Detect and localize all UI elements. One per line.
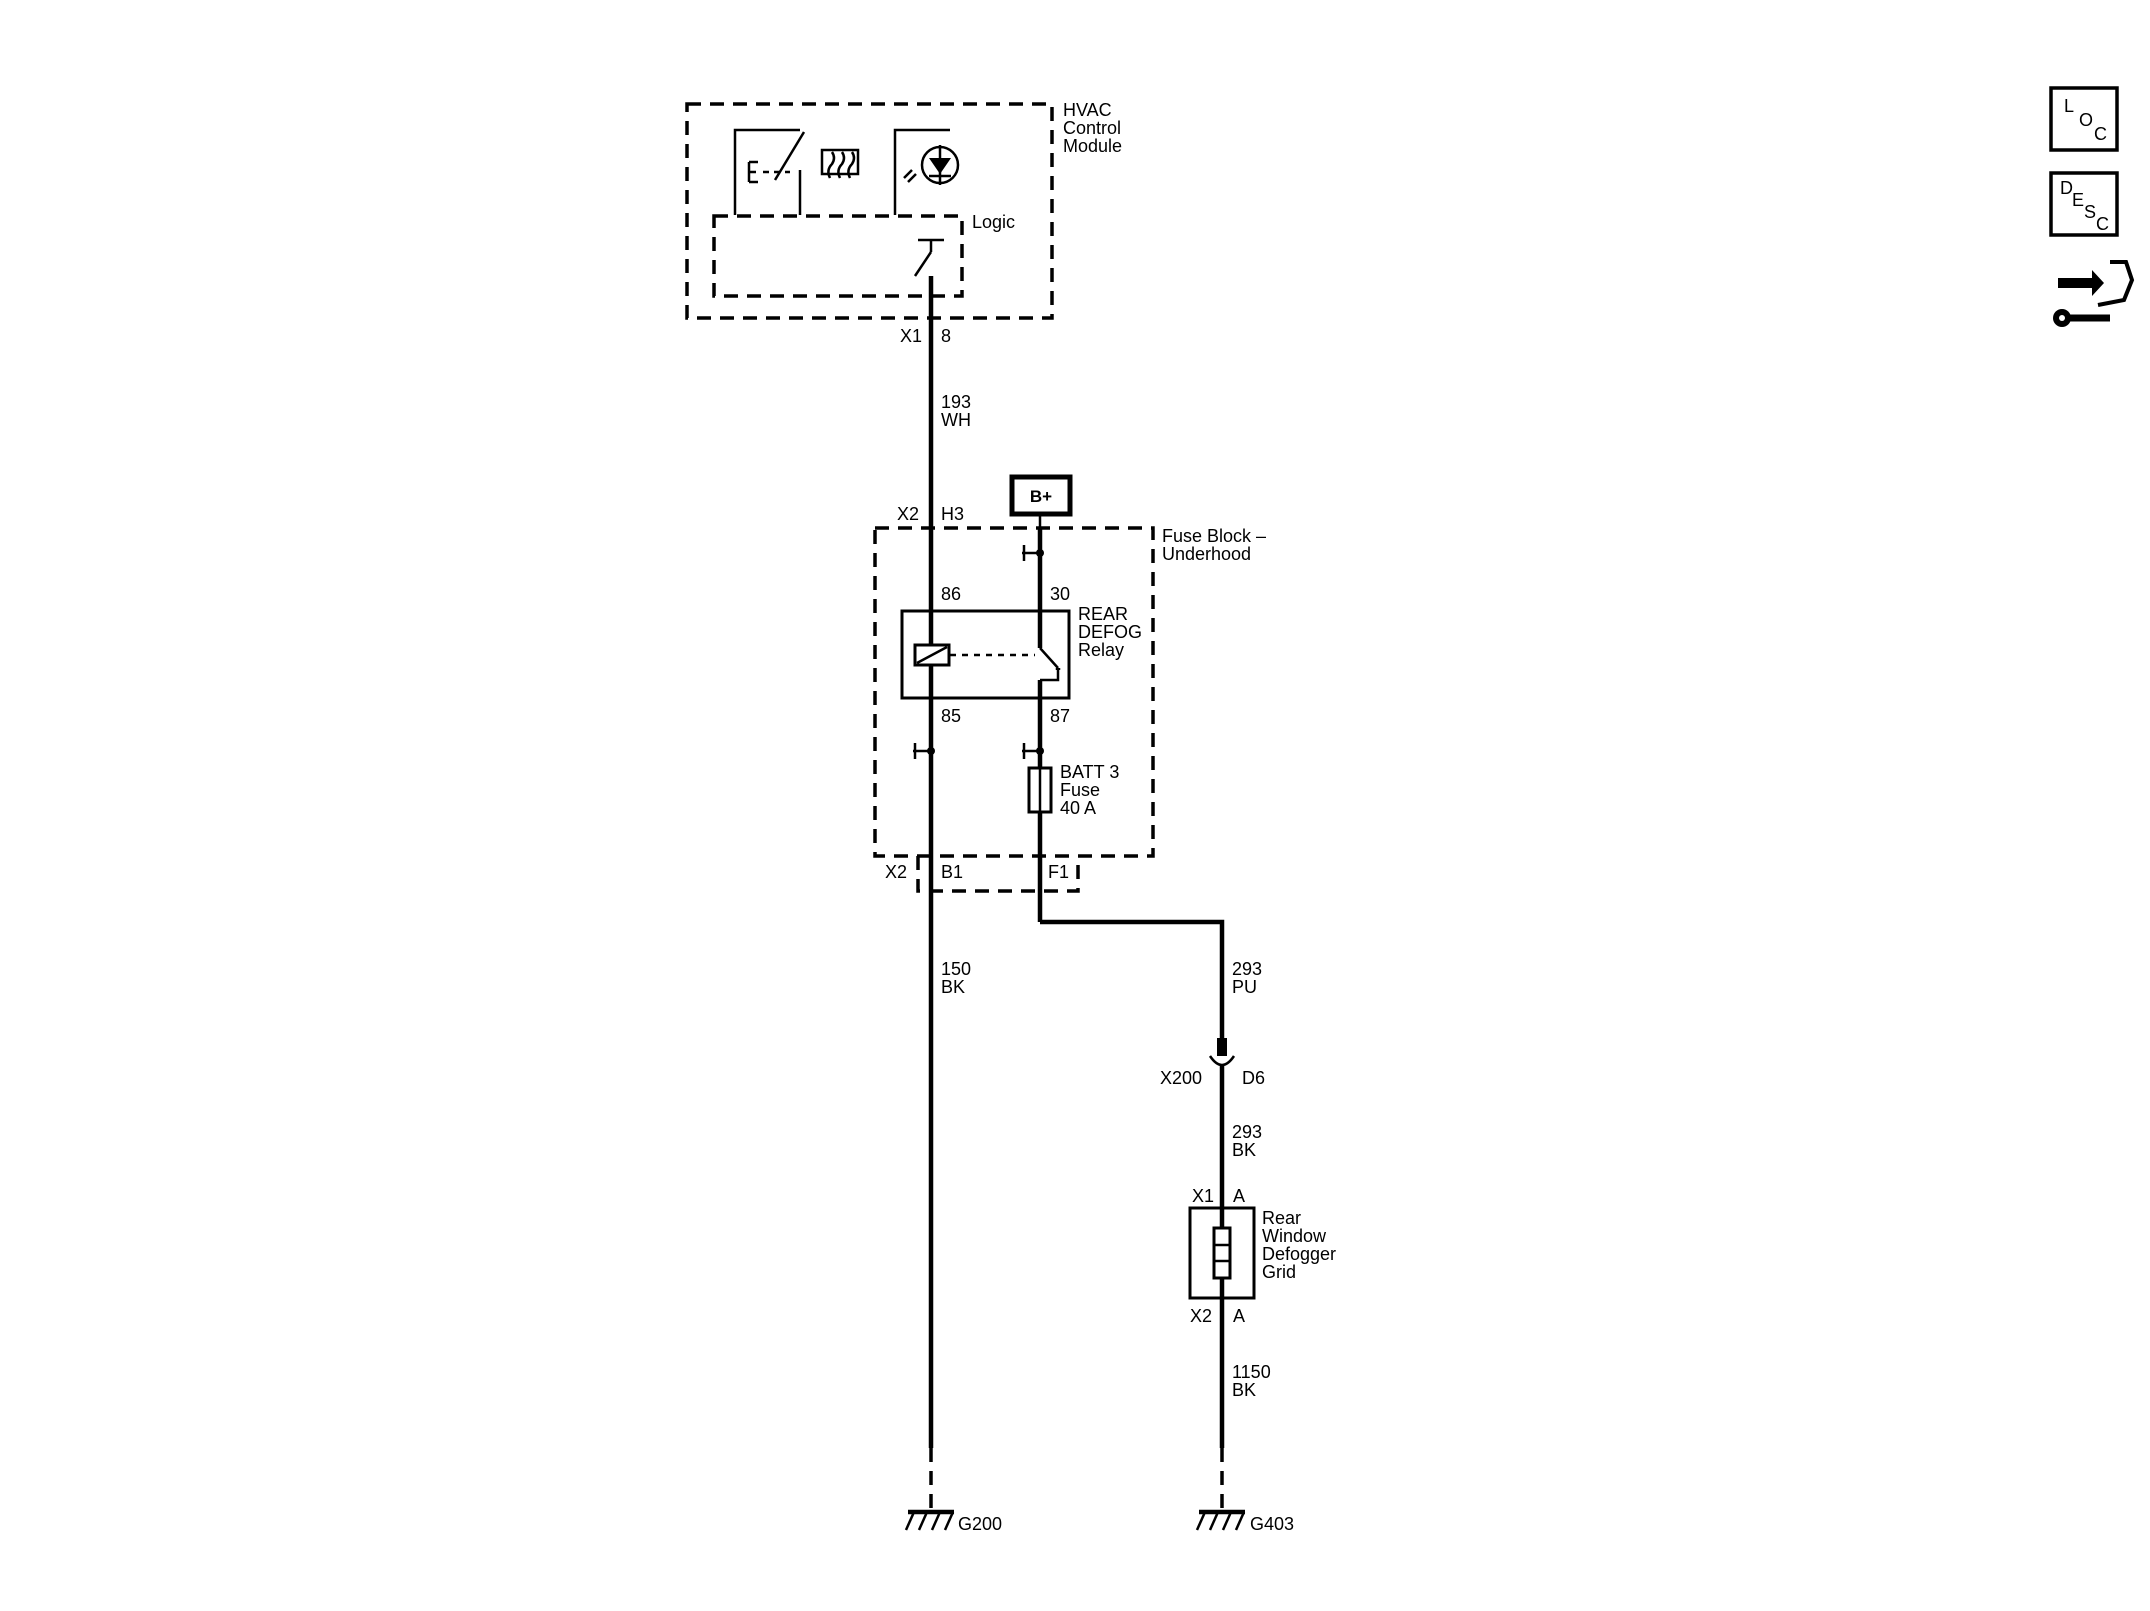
wire-1150-color: BK: [1232, 1380, 1256, 1400]
wire-193-color: WH: [941, 410, 971, 430]
fuse-line2: Fuse: [1060, 780, 1100, 800]
indicator-led-icon: [903, 145, 960, 185]
hvac-name-line1: HVAC: [1063, 100, 1112, 120]
rear-defog-relay: 86 30 85 87 REAR DEFOG Relay: [900, 584, 1142, 726]
wire-193-circuit: 193: [941, 392, 971, 412]
fuse-block-connector-bottom: X2: [885, 862, 907, 882]
grid-name-line3: Defogger: [1262, 1244, 1336, 1264]
grid-name-line2: Window: [1262, 1226, 1327, 1246]
fuse-block-pin-f1: F1: [1048, 862, 1069, 882]
ground-g403-label: G403: [1250, 1514, 1294, 1534]
relay-pin-85: 85: [941, 706, 961, 726]
rear-window-defogger-grid: X1 A Rear Window Defogger Grid X2 A: [1188, 1186, 1336, 1326]
desc-letter-d: D: [2060, 178, 2073, 198]
grid-bottom-pin: A: [1233, 1306, 1245, 1326]
desc-letter-c: C: [2096, 214, 2109, 234]
ground-g403: G403: [1195, 1448, 1294, 1534]
wire-150-circuit: 150: [941, 959, 971, 979]
relay-pin-30: 30: [1050, 584, 1070, 604]
desc-letter-s: S: [2084, 202, 2096, 222]
logic-label: Logic: [972, 212, 1015, 232]
battery-positive-box: B+: [1009, 474, 1073, 517]
ground-g200-label: G200: [958, 1514, 1002, 1534]
hvac-name-line2: Control: [1063, 118, 1121, 138]
x200-connector: X200: [1160, 1068, 1202, 1088]
relay-name-line3: Relay: [1078, 640, 1124, 660]
wire-293-pu-circuit: 293: [1232, 959, 1262, 979]
ground-g200: G200: [904, 1448, 1002, 1534]
relay-pin-87: 87: [1050, 706, 1070, 726]
rear-defrost-icon: [820, 148, 860, 179]
fuse-block-pin-h3: H3: [941, 504, 964, 524]
wire-150-color: BK: [941, 977, 965, 997]
fuse-line3: 40 A: [1060, 798, 1096, 818]
loc-letter-o: O: [2079, 110, 2093, 130]
inline-connector-x200: X200 D6: [1160, 1038, 1265, 1088]
grid-top-pin: A: [1233, 1186, 1245, 1206]
relay-pin-86: 86: [941, 584, 961, 604]
relay-name-line1: REAR: [1078, 604, 1128, 624]
wire-1150-circuit: 1150: [1232, 1362, 1271, 1382]
wire-293-bk-circuit: 293: [1232, 1122, 1262, 1142]
hvac-name-line3: Module: [1063, 136, 1122, 156]
hvac-connector: X1: [900, 326, 922, 346]
grid-name-line4: Grid: [1262, 1262, 1296, 1282]
loc-letter-c: C: [2094, 124, 2107, 144]
wire-293-pu: [1040, 919, 1225, 1044]
batt3-fuse: BATT 3 Fuse 40 A: [1027, 762, 1119, 818]
fuse-block-name-line2: Underhood: [1162, 544, 1251, 564]
fuse-block-underhood: Fuse Block – Underhood X2 H3 86 30 85 87…: [873, 504, 1266, 922]
loc-letter-l: L: [2064, 96, 2074, 116]
grid-top-connector: X1: [1192, 1186, 1214, 1206]
fuse-block-name-line1: Fuse Block –: [1162, 526, 1266, 546]
grid-name-line1: Rear: [1262, 1208, 1301, 1228]
grid-bottom-connector: X2: [1190, 1306, 1212, 1326]
fuse-block-connector-top: X2: [897, 504, 919, 524]
fuse-block-pin-b1: B1: [941, 862, 963, 882]
wire-293-bk-color: BK: [1232, 1140, 1256, 1160]
relay-name-line2: DEFOG: [1078, 622, 1142, 642]
connector-wrench-icon[interactable]: [2053, 260, 2135, 327]
location-button[interactable]: L O C: [2049, 86, 2119, 152]
fuse-line1: BATT 3: [1060, 762, 1119, 782]
wire-293-pu-color: PU: [1232, 977, 1257, 997]
desc-letter-e: E: [2072, 190, 2084, 210]
description-button[interactable]: D E S C: [2049, 171, 2119, 237]
battery-positive-label: B+: [1030, 487, 1052, 506]
x200-pin: D6: [1242, 1068, 1265, 1088]
hvac-control-module: Logic HVAC Control Module X1 8: [685, 100, 1122, 346]
hvac-pin: 8: [941, 326, 951, 346]
